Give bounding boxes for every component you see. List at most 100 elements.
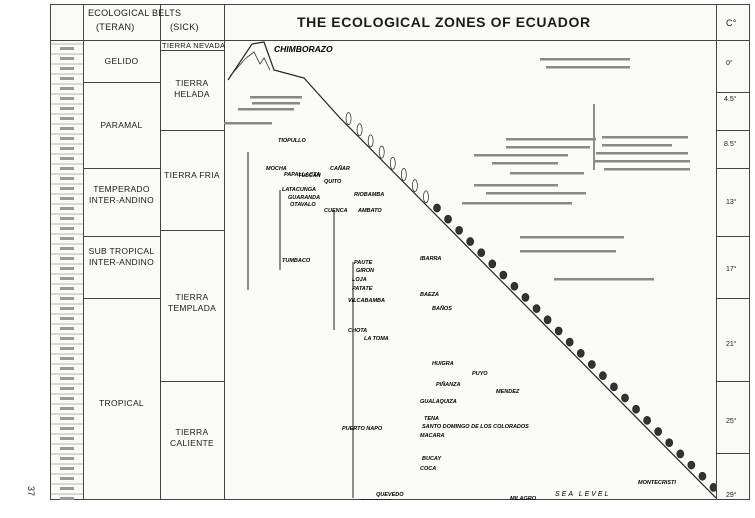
- town-label: QUEVEDO: [376, 492, 404, 498]
- altitude-tick-label: [60, 47, 74, 50]
- town-label: GUAYAQUIL: [360, 499, 393, 500]
- vegetation-mark: [357, 124, 362, 136]
- temperature-heading: C°: [726, 18, 737, 28]
- town-label: IBARRA: [420, 256, 441, 262]
- town-label: MACARA: [420, 433, 444, 439]
- altitude-tick-label: [60, 287, 74, 290]
- altitude-tick-label: [60, 197, 74, 200]
- town-label: PUERTO NAPO: [342, 426, 383, 432]
- altitude-tick-label: [60, 177, 74, 180]
- sea-level-label: SEA LEVEL: [555, 491, 611, 498]
- temp-divider: [716, 453, 750, 454]
- temp-17: 17°: [726, 266, 737, 273]
- altitude-tick-label: [60, 277, 74, 280]
- vegetation-mark: [489, 260, 496, 268]
- altitude-tick-label: [60, 227, 74, 230]
- altitude-tick-label: [60, 77, 74, 80]
- temp-divider: [716, 381, 750, 382]
- figure-title: THE ECOLOGICAL ZONES OF ECUADOR: [297, 14, 591, 30]
- vegetation-mark: [390, 157, 395, 169]
- altitude-tick-label: [60, 297, 74, 300]
- limit-note: [224, 122, 272, 125]
- zone-tierra-caliente: TIERRA CALIENTE: [162, 427, 222, 449]
- temp-0: 0°: [726, 60, 733, 67]
- altitude-tick-label: [60, 427, 74, 430]
- belt-paramal: PARAMAL: [85, 120, 158, 131]
- belt-divider: [83, 298, 160, 299]
- temp-4-5: 4.5°: [724, 96, 737, 103]
- altitude-tick-label: [60, 497, 74, 500]
- vegetation-mark: [456, 226, 463, 234]
- temp-divider: [716, 236, 750, 237]
- temp-divider: [716, 168, 750, 169]
- town-label: TUMBACO: [282, 258, 311, 264]
- altitude-tick-label: [60, 147, 74, 150]
- vegetation-mark: [699, 472, 706, 480]
- altitude-tick-label: [60, 417, 74, 420]
- town-label: CAÑAR: [330, 165, 350, 172]
- vegetation-mark: [368, 135, 373, 147]
- vegetation-mark: [423, 191, 428, 203]
- vegetation-mark: [688, 461, 695, 469]
- vegetation-mark: [610, 383, 617, 391]
- limit-note: [602, 144, 672, 147]
- town-label: LATACUNGA: [282, 187, 316, 193]
- belt-subtropical: SUB TROPICAL INTER-ANDINO: [85, 246, 158, 268]
- altitude-tick-label: [60, 57, 74, 60]
- vegetation-mark: [710, 483, 716, 491]
- zone-divider: [160, 381, 224, 382]
- limit-note: [506, 146, 590, 149]
- town-label: BAÑOS: [432, 305, 452, 312]
- zone-tierra-fria: TIERRA FRIA: [162, 170, 222, 181]
- vegetation-mark: [566, 338, 573, 346]
- temp-divider: [716, 130, 750, 131]
- limit-note: [238, 108, 294, 111]
- temp-divider: [716, 298, 750, 299]
- town-label: BUCAY: [422, 456, 442, 462]
- town-label: OTAVALO: [290, 202, 316, 208]
- column-divider: [716, 4, 717, 500]
- temp-21: 21°: [726, 341, 737, 348]
- altitude-tick-label: [60, 237, 74, 240]
- town-labels: TIOPULLOMOCHAPAPALLACTACAÑARTULCANQUITOL…: [266, 138, 676, 500]
- belt-temperado: TEMPERADO INTER-ANDINO: [85, 184, 158, 206]
- town-label: PAUTE: [354, 260, 373, 266]
- town-label: TENA: [424, 416, 439, 422]
- vegetation-mark: [555, 327, 562, 335]
- altitude-tick-label: [60, 127, 74, 130]
- limit-notes: [224, 58, 690, 281]
- altitude-tick-label: [60, 487, 74, 490]
- vegetation-mark: [478, 249, 485, 257]
- town-label: MENDEZ: [496, 389, 520, 395]
- altitude-tick-label: [60, 317, 74, 320]
- temp-divider: [716, 92, 750, 93]
- vegetation-mark: [577, 349, 584, 357]
- altitude-tick-label: [60, 357, 74, 360]
- zone-tierra-nevada: TIERRA NEVADA: [162, 40, 222, 51]
- altitude-scale: [50, 40, 84, 500]
- peak-label: CHIMBORAZO: [274, 44, 333, 54]
- belt-gelido: GELIDO: [85, 56, 158, 67]
- limit-note: [520, 250, 616, 253]
- altitude-tick-label: [60, 327, 74, 330]
- town-label: GIRON: [356, 268, 375, 274]
- vegetation-mark: [533, 305, 540, 313]
- altitude-tick-label: [60, 437, 74, 440]
- altitude-tick-label: [60, 257, 74, 260]
- altitude-tick-label: [60, 477, 74, 480]
- vegetation-mark: [677, 450, 684, 458]
- altitude-tick-label: [60, 247, 74, 250]
- belt-tropical: TROPICAL: [85, 398, 158, 409]
- limit-note: [546, 66, 630, 69]
- vegetation-mark: [633, 405, 640, 413]
- vegetation-mark: [500, 271, 507, 279]
- vegetation-mark: [522, 293, 529, 301]
- temp-25: 25°: [726, 418, 737, 425]
- ecological-belts-heading: ECOLOGICAL BELTS: [88, 8, 248, 18]
- temp-29: 29°: [726, 492, 737, 499]
- altitude-tick-label: [60, 267, 74, 270]
- altitude-tick-label: [60, 117, 74, 120]
- column-divider: [160, 4, 161, 500]
- town-label: TULCAN: [298, 173, 322, 179]
